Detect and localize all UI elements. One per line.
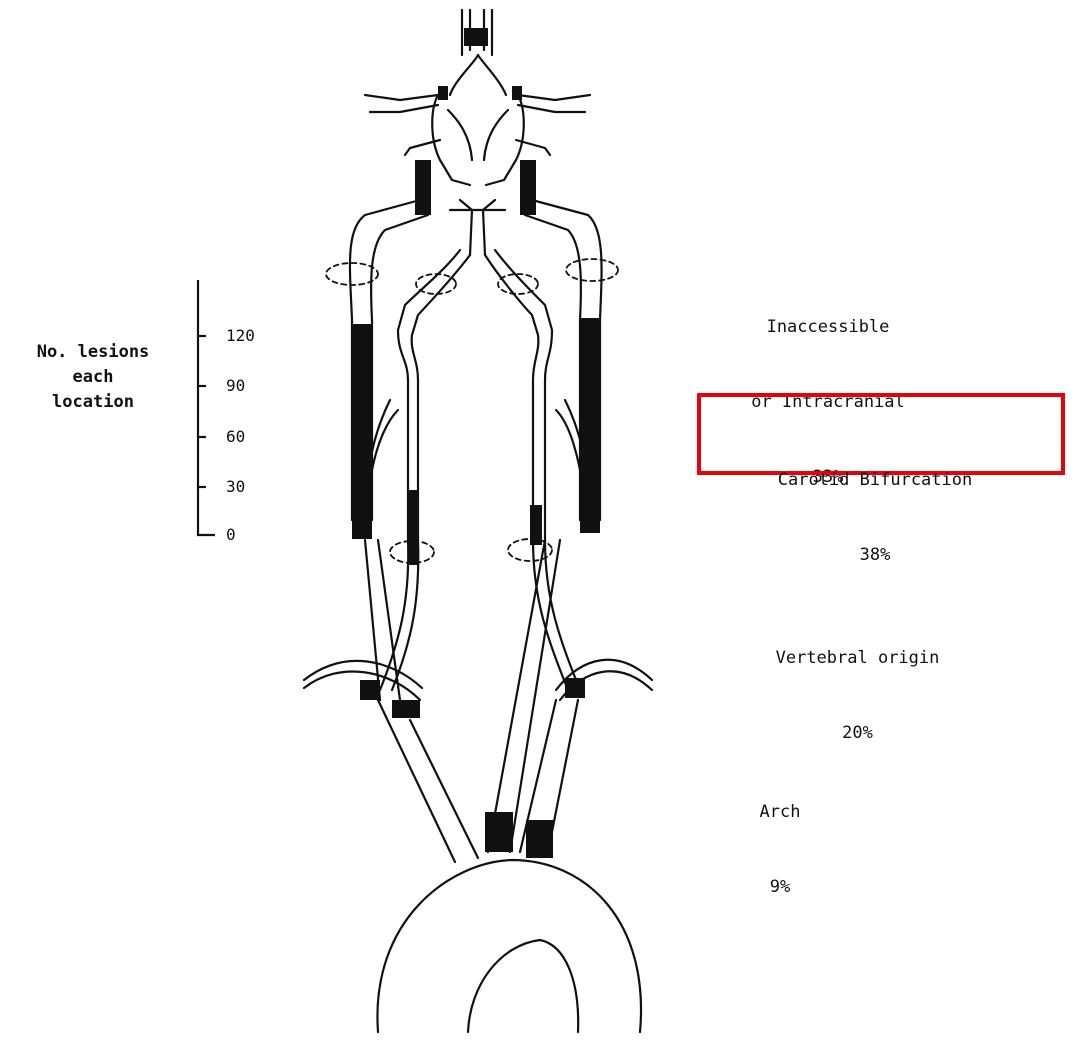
lesion-scale xyxy=(198,280,215,535)
scale-tick-label: 0 xyxy=(226,526,236,544)
vertebral-arteries xyxy=(380,250,580,690)
scale-tick-label: 60 xyxy=(226,428,245,446)
aortic-arch xyxy=(377,860,641,1032)
external-carotid-branches xyxy=(365,400,590,520)
scale-title: No. lesions each location xyxy=(18,340,168,415)
middle-cerebral-branches xyxy=(365,95,590,155)
scale-tick-label: 120 xyxy=(226,327,255,345)
label-vertebral-origin: Vertebral origin 20% xyxy=(740,596,975,771)
scale-tick-label: 30 xyxy=(226,478,245,496)
label-arch: Arch 9% xyxy=(740,750,820,925)
brachiocephalic-trunk xyxy=(304,661,478,862)
circle-of-willis xyxy=(432,10,524,255)
scale-tick-label: 90 xyxy=(226,377,245,395)
label-carotid-bifurcation: Carotid Bifurcation 38% xyxy=(740,418,1010,593)
lesion-bars xyxy=(352,28,600,858)
